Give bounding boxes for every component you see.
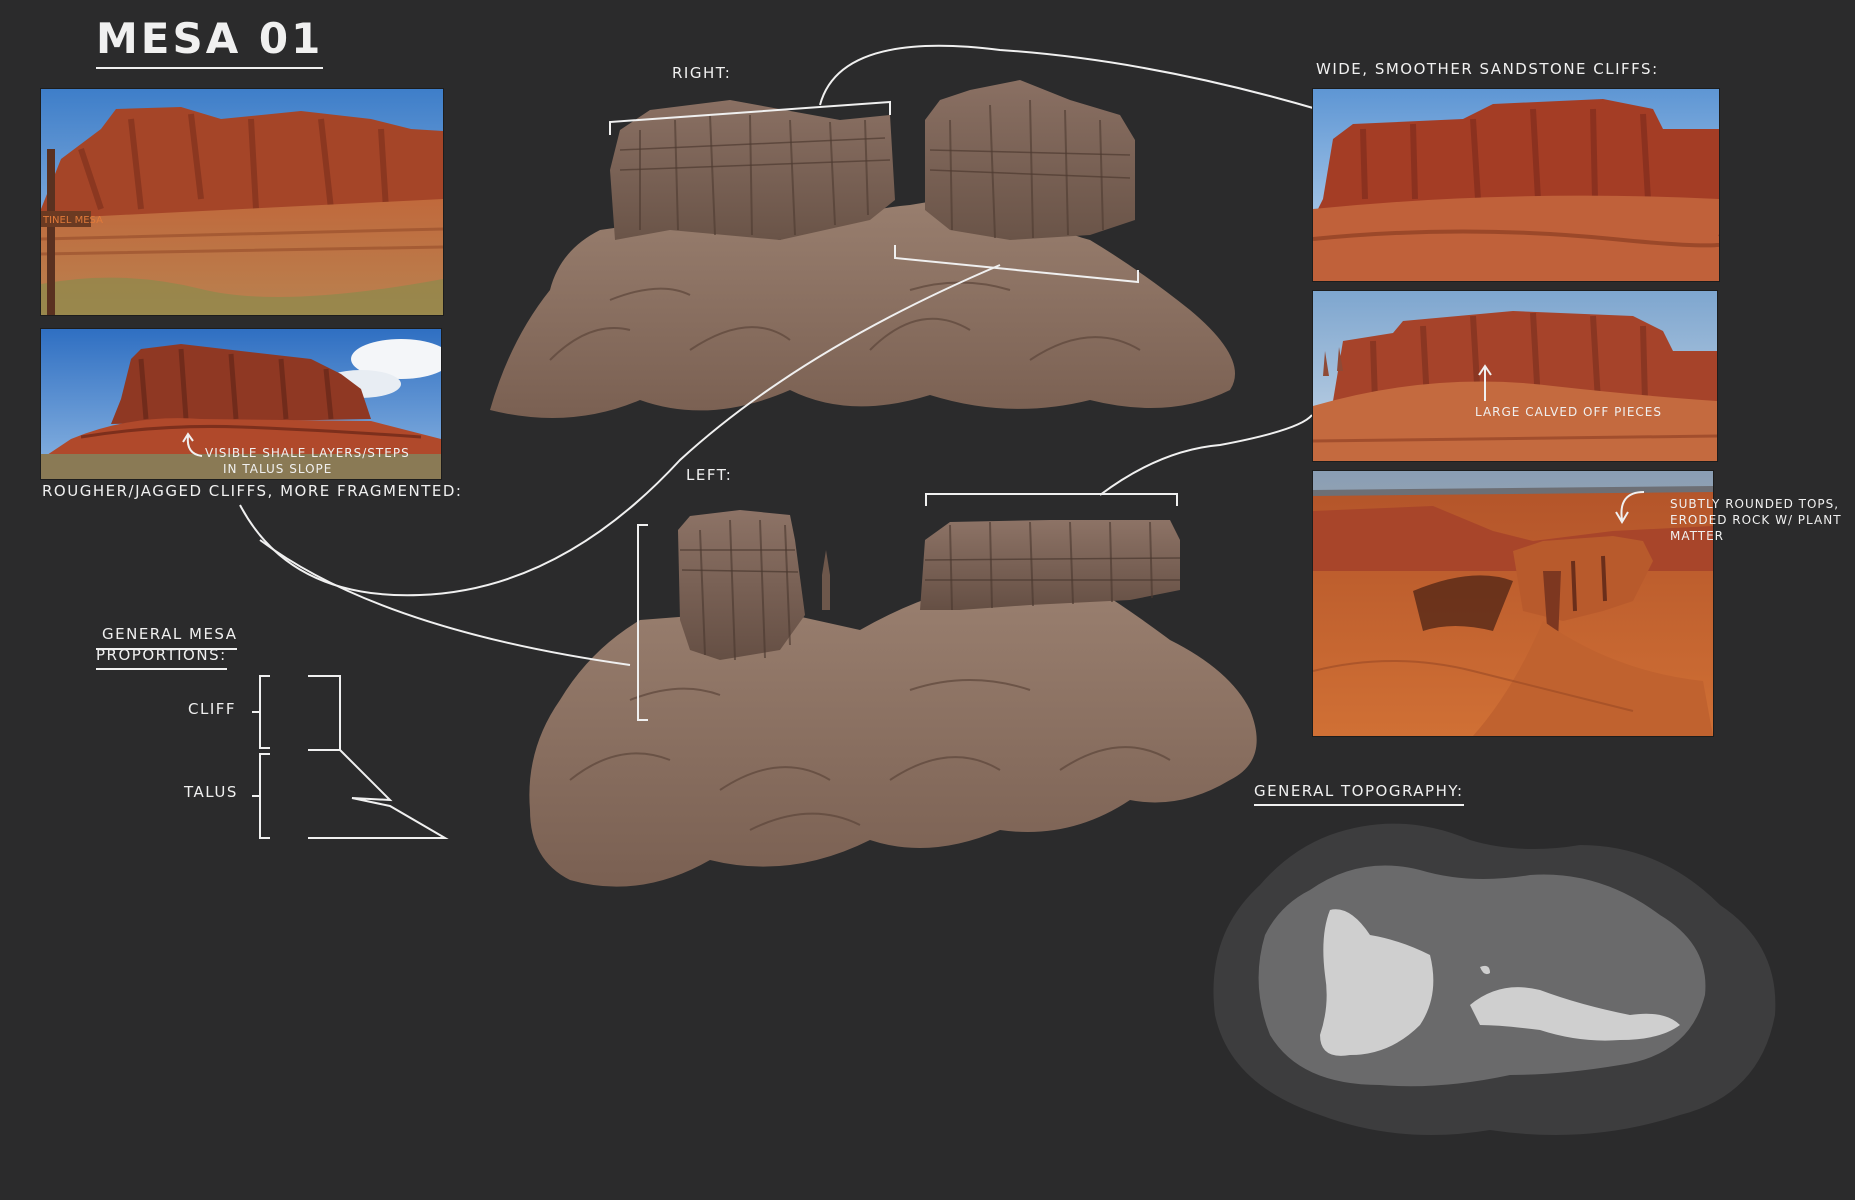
rounded-note-arrow bbox=[1615, 491, 1645, 524]
proportions-title: GENERAL MESA bbox=[96, 624, 238, 650]
calved-note-arrow bbox=[1478, 364, 1492, 401]
talus-label: TALUS bbox=[184, 783, 238, 801]
reference-photo-wide-sandstone bbox=[1312, 88, 1720, 282]
shale-note-line-2: IN TALUS SLOPE bbox=[223, 462, 333, 476]
sign-text: TINEL MESA bbox=[42, 215, 103, 226]
rounded-note-line-1: SUBTLY ROUNDED TOPS, bbox=[1670, 497, 1840, 511]
topography-map bbox=[1213, 823, 1776, 1135]
proportions-title-line-1: GENERAL MESA bbox=[102, 625, 238, 643]
proportions-diagram bbox=[252, 675, 449, 839]
calved-note: LARGE CALVED OFF PIECES bbox=[1475, 405, 1663, 419]
left-view-label: LEFT: bbox=[686, 466, 733, 484]
wide-cliffs-label: WIDE, SMOOTHER SANDSTONE CLIFFS: bbox=[1316, 60, 1659, 78]
proportions-subtitle: PROPORTIONS: bbox=[96, 646, 227, 670]
reference-photo-jagged-mesa bbox=[40, 328, 442, 480]
right-view-label: RIGHT: bbox=[672, 64, 732, 82]
mesa-sketch-left-view bbox=[529, 493, 1257, 887]
reference-photo-aerial-mesa bbox=[1312, 470, 1714, 737]
reference-photo-calved-pieces bbox=[1312, 290, 1718, 462]
rougher-cliffs-label: ROUGHER/JAGGED CLIFFS, MORE FRAGMENTED: bbox=[42, 482, 463, 500]
reference-photo-sentinel-mesa: TINEL MESA bbox=[40, 88, 444, 316]
rounded-note: SUBTLY ROUNDED TOPS, ERODED ROCK W/ PLAN… bbox=[1670, 496, 1842, 544]
shale-note: VISIBLE SHALE LAYERS/STEPS IN TALUS SLOP… bbox=[205, 445, 410, 477]
topography-title: GENERAL TOPOGRAPHY: bbox=[1254, 782, 1464, 806]
shale-note-arrow bbox=[182, 432, 203, 457]
page-title: MESA 01 bbox=[96, 14, 324, 69]
cliff-label: CLIFF bbox=[188, 700, 237, 718]
mesa-sketch-right-view bbox=[490, 80, 1235, 418]
rounded-note-line-2: ERODED ROCK W/ PLANT bbox=[1670, 513, 1842, 527]
rounded-note-line-3: MATTER bbox=[1670, 529, 1724, 543]
shale-note-line-1: VISIBLE SHALE LAYERS/STEPS bbox=[205, 446, 410, 460]
